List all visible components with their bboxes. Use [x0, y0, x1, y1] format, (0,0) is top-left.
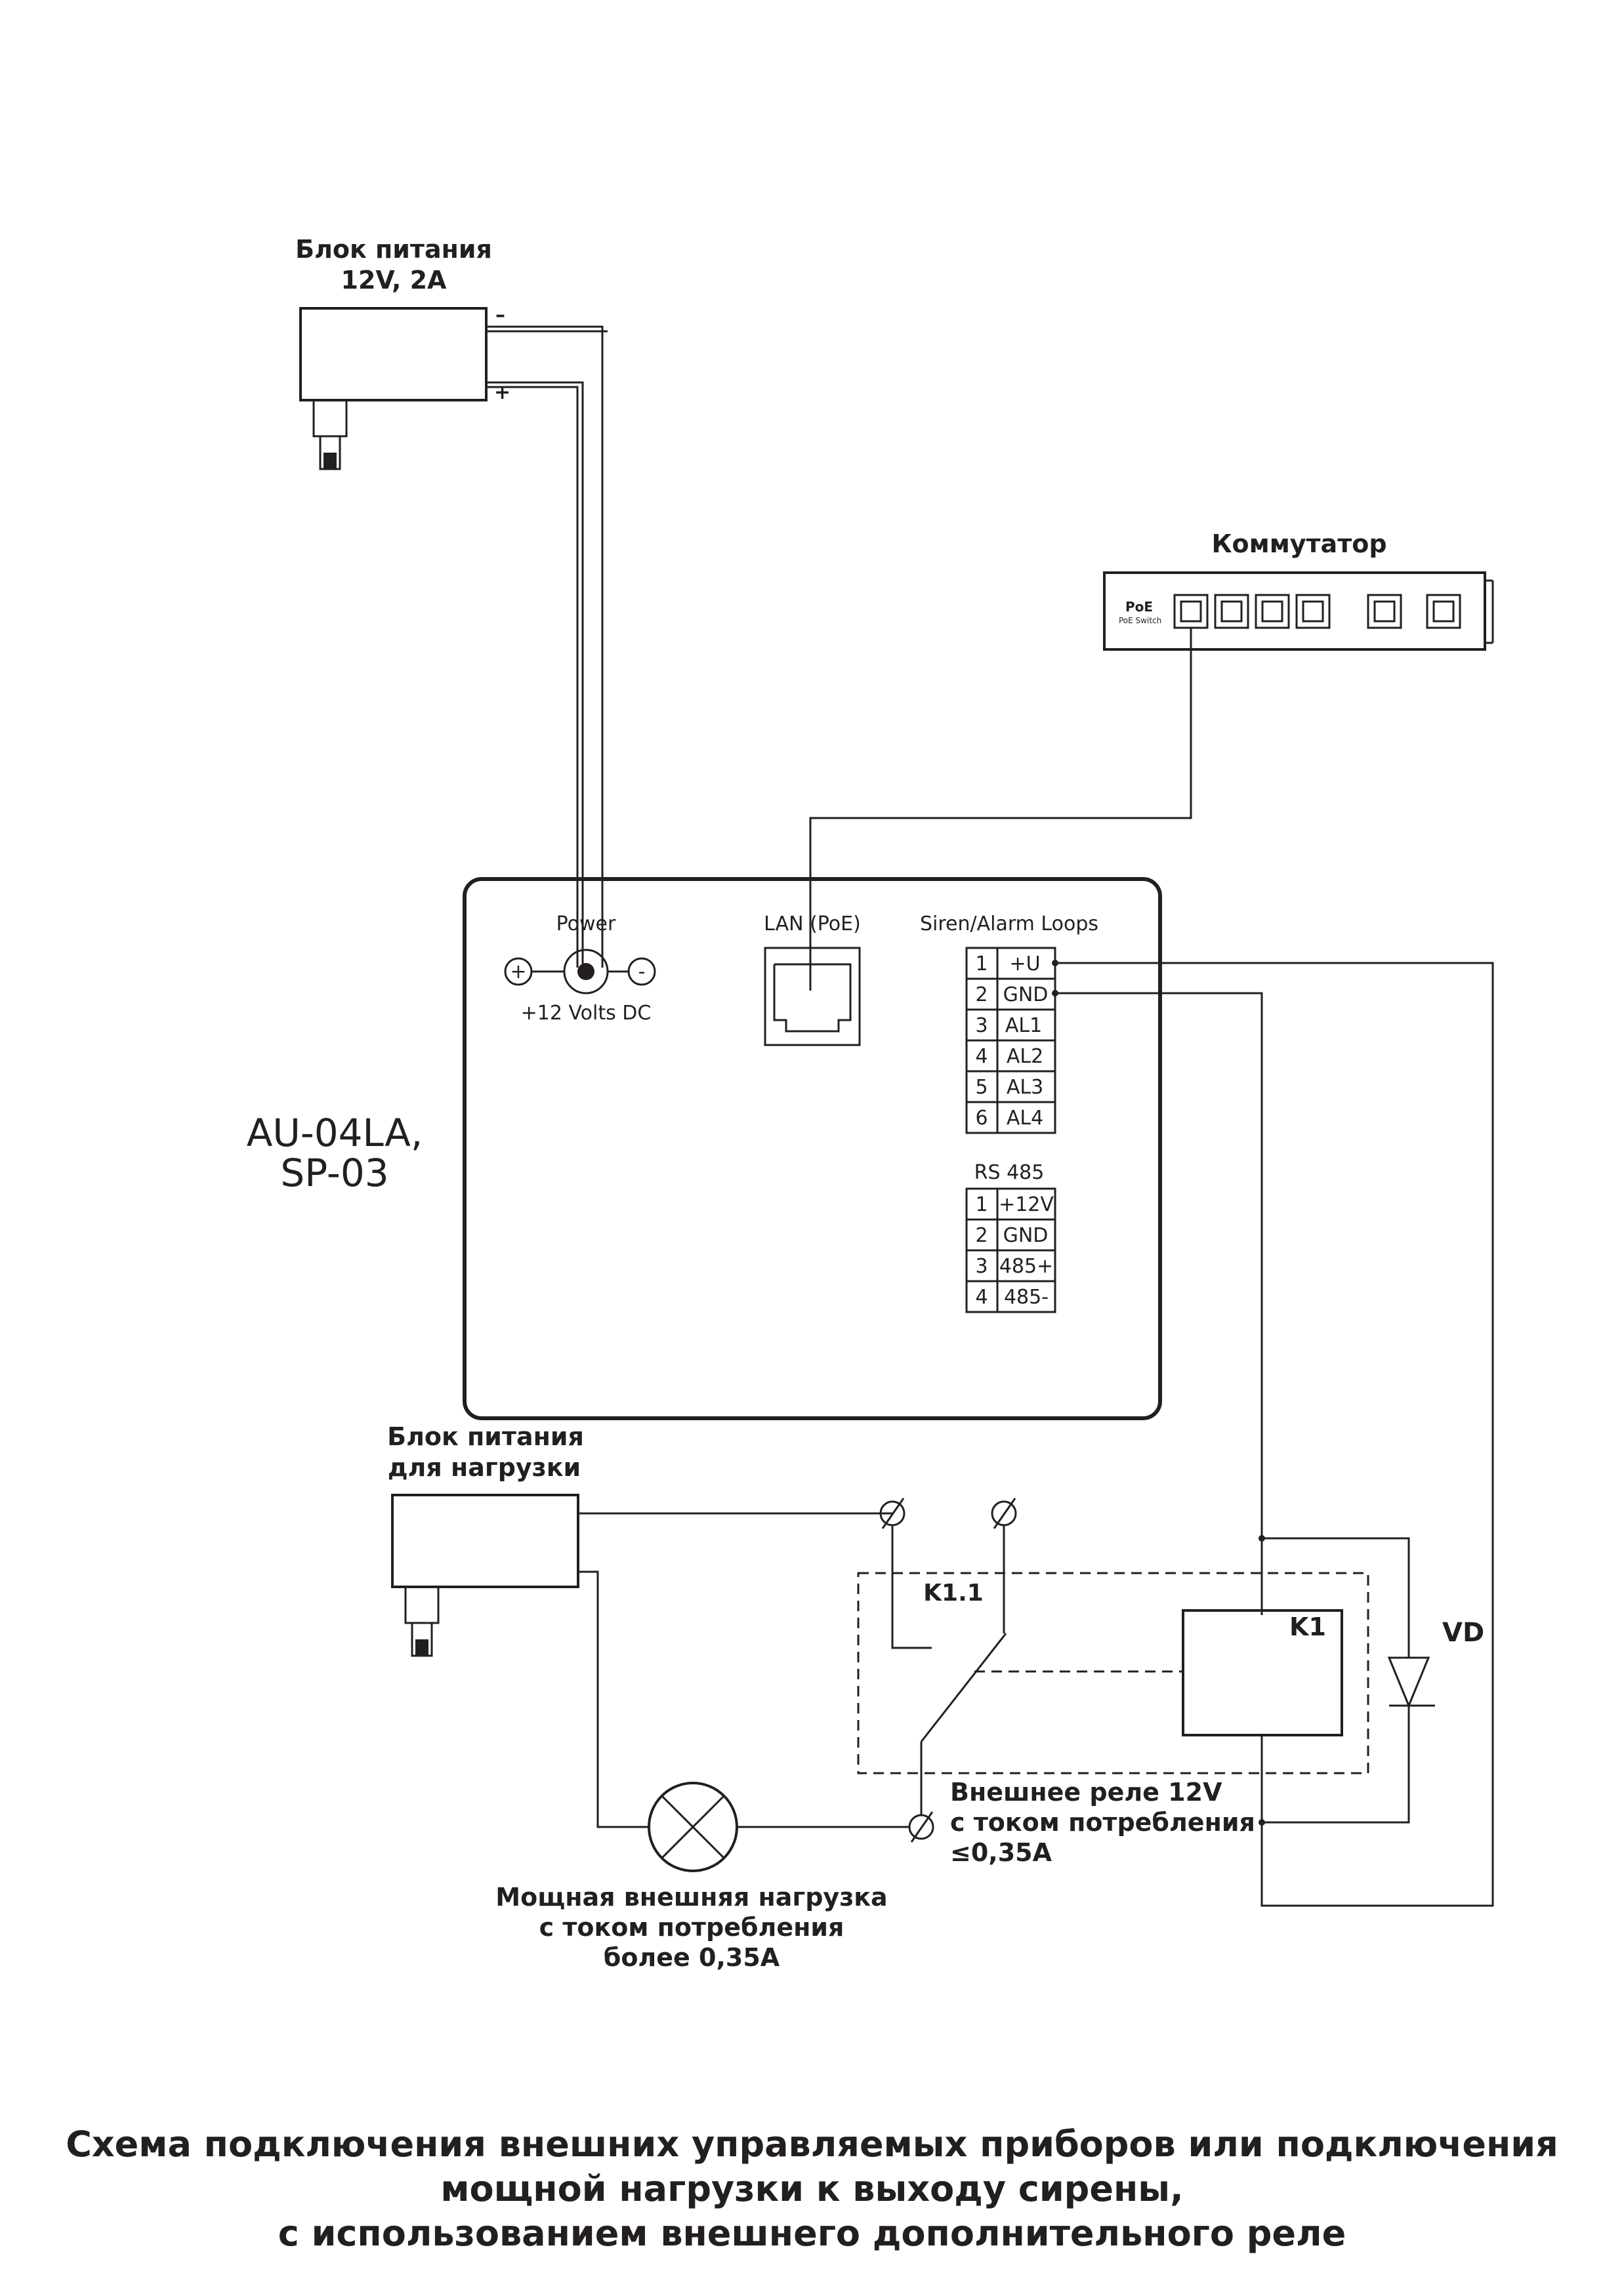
- caption-line-2: мощной нагрузки к выходу сирены,: [440, 2168, 1184, 2209]
- diode-vd: [1387, 1656, 1435, 1708]
- screw-terminal-3: [908, 1811, 934, 1843]
- siren-name-4: AL2: [1007, 1045, 1043, 1068]
- device-model-2: SP-03: [280, 1151, 388, 1195]
- wire-diode-top: [1262, 1537, 1410, 1658]
- switch-port-2: [1214, 594, 1249, 629]
- screw-terminal-2: [991, 1498, 1017, 1529]
- relay-desc-1: Внешнее реле 12V: [950, 1778, 1222, 1807]
- wire-psu-plus-2: [486, 381, 584, 968]
- siren-num-3: 3: [975, 1014, 988, 1037]
- siren-num-2: 2: [975, 983, 988, 1006]
- caption-line-3: с использованием внешнего дополнительног…: [278, 2213, 1346, 2254]
- rs485-label: RS 485: [974, 1161, 1045, 1184]
- power-label: Power: [556, 912, 616, 935]
- diagram-caption: Схема подключения внешних управляемых пр…: [0, 2122, 1624, 2256]
- wire-psu-minus: [486, 325, 604, 968]
- power-voltage: +12 Volts DC: [521, 1002, 652, 1025]
- wire-diode-bottom: [1262, 1706, 1410, 1824]
- rs485-name-4: 485-: [1004, 1286, 1049, 1309]
- relay-desc-3: ≤0,35A: [950, 1838, 1052, 1867]
- load-desc-2: с током потребления: [539, 1913, 844, 1942]
- power-minus-symbol: [627, 957, 656, 986]
- rs485-num-2: 2: [975, 1224, 988, 1247]
- lan-port: [764, 947, 861, 1046]
- poe-switch: Коммутатор PoE PoE Switch: [1103, 529, 1494, 651]
- relay-contact-label: K1.1: [923, 1580, 984, 1607]
- siren-num-4: 4: [975, 1045, 988, 1068]
- relay-desc-2: с током потребления: [950, 1808, 1255, 1837]
- psu-main-body: [299, 307, 488, 401]
- rs485-name-3: 485+: [999, 1255, 1053, 1278]
- power-supply-load: Блок питания для нагрузки: [387, 1422, 584, 1657]
- switch-port-4: [1295, 594, 1331, 629]
- lan-port-inner: [773, 963, 852, 1033]
- rs485-num-1: 1: [975, 1193, 988, 1216]
- siren-name-2: GND: [1003, 983, 1049, 1006]
- relay-coil-label: K1: [1289, 1612, 1326, 1641]
- load-desc-3: более 0,35А: [604, 1943, 780, 1972]
- wire-plus-u: [1055, 962, 1494, 1907]
- switch-title: Коммутатор: [1211, 529, 1386, 558]
- wire-lan: [809, 628, 1192, 991]
- caption-line-1: Схема подключения внешних управляемых пр…: [66, 2123, 1558, 2165]
- wire-contact-left: [891, 1525, 932, 1649]
- rs485-terminal-block: 1 +12V 2 GND 3 485+ 4 485-: [965, 1187, 1056, 1313]
- device-body: [463, 877, 1162, 1420]
- switch-port-uplink-2: [1426, 594, 1461, 629]
- device-au04la: AU-04LA, SP-03 Power + - +12 Volts DC LA…: [247, 877, 1162, 1420]
- power-plus: +: [510, 960, 526, 983]
- siren-num-1: 1: [975, 953, 988, 975]
- siren-terminal-block: 1 +U 2 GND 3 AL1 4 AL2 5 AL3 6 AL4: [965, 947, 1056, 1134]
- switch-brand: PoE: [1125, 599, 1153, 615]
- switch-port-1: [1173, 594, 1209, 629]
- siren-num-6: 6: [975, 1107, 988, 1130]
- rs485-name-1: +12V: [999, 1193, 1054, 1216]
- relay-contact-blade: [920, 1633, 1007, 1742]
- switch-port-3: [1255, 594, 1290, 629]
- device-model-1: AU-04LA,: [247, 1111, 423, 1155]
- power-minus: -: [638, 960, 646, 983]
- psu-main-minus: –: [495, 304, 505, 327]
- psu-main-plug: [312, 399, 348, 438]
- psu-load-prong: [411, 1622, 433, 1657]
- psu-load-title-1: Блок питания: [387, 1422, 584, 1451]
- psu-load-plug: [404, 1586, 440, 1624]
- rs485-num-4: 4: [975, 1286, 988, 1309]
- psu-load-title-2: для нагрузки: [388, 1453, 581, 1482]
- siren-name-6: AL4: [1007, 1107, 1043, 1130]
- psu-load-body: [391, 1494, 579, 1588]
- rs485-num-3: 3: [975, 1255, 988, 1278]
- relay-enclosure: [857, 1572, 1369, 1774]
- psu-main-prong: [319, 435, 341, 470]
- wire-gnd: [1055, 992, 1263, 1615]
- switch-body: [1103, 571, 1486, 651]
- lan-label: LAN (PoE): [764, 912, 861, 935]
- wire-psu-plus: [486, 386, 579, 968]
- load-lamp: [648, 1782, 738, 1872]
- siren-label: Siren/Alarm Loops: [920, 912, 1098, 935]
- switch-ports: [1173, 594, 1461, 629]
- siren-name-1: +U: [1009, 953, 1040, 975]
- power-supply-main: Блок питания 12V, 2A – +: [295, 235, 510, 470]
- psu-main-title-2: 12V, 2A: [341, 266, 447, 295]
- switch-brand-sub: PoE Switch: [1119, 616, 1161, 625]
- siren-name-5: AL3: [1007, 1076, 1043, 1099]
- siren-num-5: 5: [975, 1076, 988, 1099]
- siren-name-3: AL1: [1005, 1014, 1042, 1037]
- switch-port-uplink-1: [1367, 594, 1402, 629]
- rs485-name-2: GND: [1003, 1224, 1049, 1247]
- wire-load-psu-bottom: [578, 1570, 650, 1828]
- load-desc-1: Мощная внешняя нагрузка: [495, 1883, 887, 1912]
- diode-label: VD: [1442, 1618, 1484, 1648]
- psu-main-title-1: Блок питания: [295, 235, 492, 264]
- psu-main-plus: +: [494, 381, 510, 404]
